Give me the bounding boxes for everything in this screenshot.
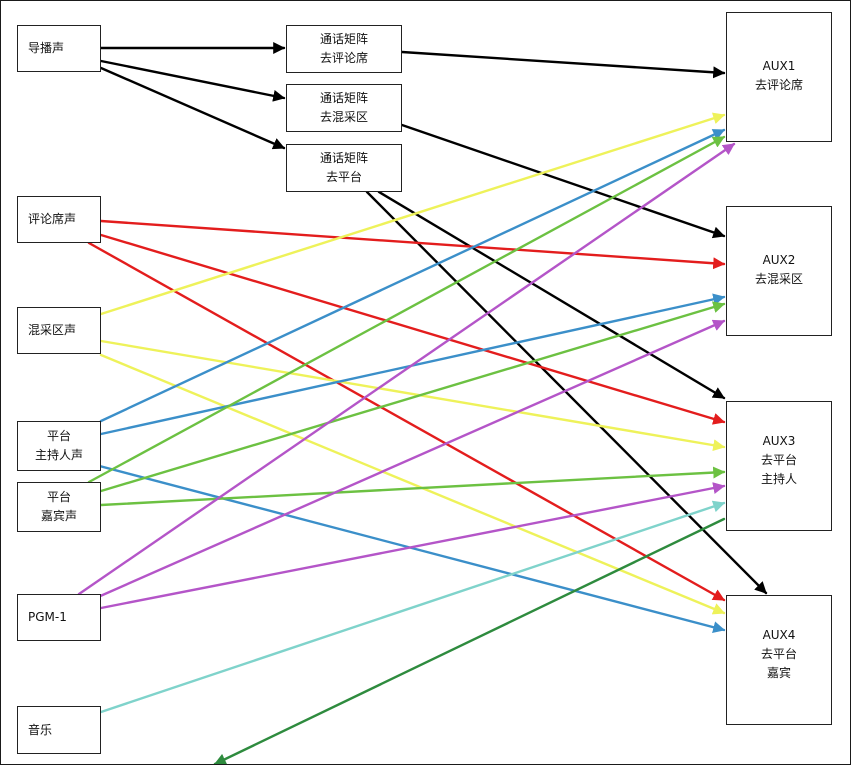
aux3-output: AUX3 去平台 主持人: [726, 401, 832, 531]
wire-mx-platform-to-aux4: [365, 190, 768, 595]
wire-src-commentary-to-aux2: [99, 219, 726, 270]
wire-src-pgm-to-aux2: [87, 319, 726, 603]
wire-src-host-to-aux1: [99, 128, 726, 423]
source-commentary-audio: 评论席声: [17, 196, 101, 243]
aux2-output: AUX2 去混采区: [726, 206, 832, 336]
wire-src-commentary-to-aux4: [87, 241, 726, 602]
intercom-matrix-to-platform: 通话矩阵 去平台: [286, 144, 402, 192]
wire-src-guest-to-aux3: [99, 466, 726, 507]
wire-src-pgm-to-aux1: [77, 142, 736, 596]
wire-mx-commentary-to-aux1: [400, 50, 726, 79]
wire-src-mixzone-to-aux3: [99, 339, 726, 452]
source-pgm-1: PGM-1: [17, 594, 101, 641]
source-guide-audio: 导播声: [17, 25, 101, 72]
source-platform-guest-audio: 平台 嘉宾声: [17, 482, 101, 532]
wire-mx-mixzone-to-aux2: [400, 123, 726, 239]
aux1-output: AUX1 去评论席: [726, 12, 832, 142]
source-platform-host-audio: 平台 主持人声: [17, 421, 101, 471]
intercom-matrix-to-mixzone: 通话矩阵 去混采区: [286, 84, 402, 132]
intercom-matrix-to-commentary: 通话矩阵 去评论席: [286, 25, 402, 73]
source-mixzone-audio: 混采区声: [17, 307, 101, 354]
aux4-output: AUX4 去平台 嘉宾: [726, 595, 832, 725]
wire-src-commentary-to-aux3: [99, 233, 726, 425]
source-music: 音乐: [17, 706, 101, 754]
wire-src-pgm-to-aux3: [99, 482, 726, 610]
wire-src-guest-to-aux2: [99, 301, 726, 493]
wire-src-host-to-aux4: [67, 456, 726, 634]
wire-src-guest-to-aux1: [87, 135, 726, 484]
wire-src-guide-to-mx-platform: [99, 66, 286, 150]
wire-src-guide-to-mx-mixzone: [99, 59, 286, 102]
wire-src-music-to-aux3: [99, 500, 726, 714]
wire-src-mixzone-to-aux1: [99, 112, 726, 316]
wire-src-music-to-aux4: [213, 517, 726, 764]
wire-mx-platform-to-aux3: [377, 190, 726, 400]
